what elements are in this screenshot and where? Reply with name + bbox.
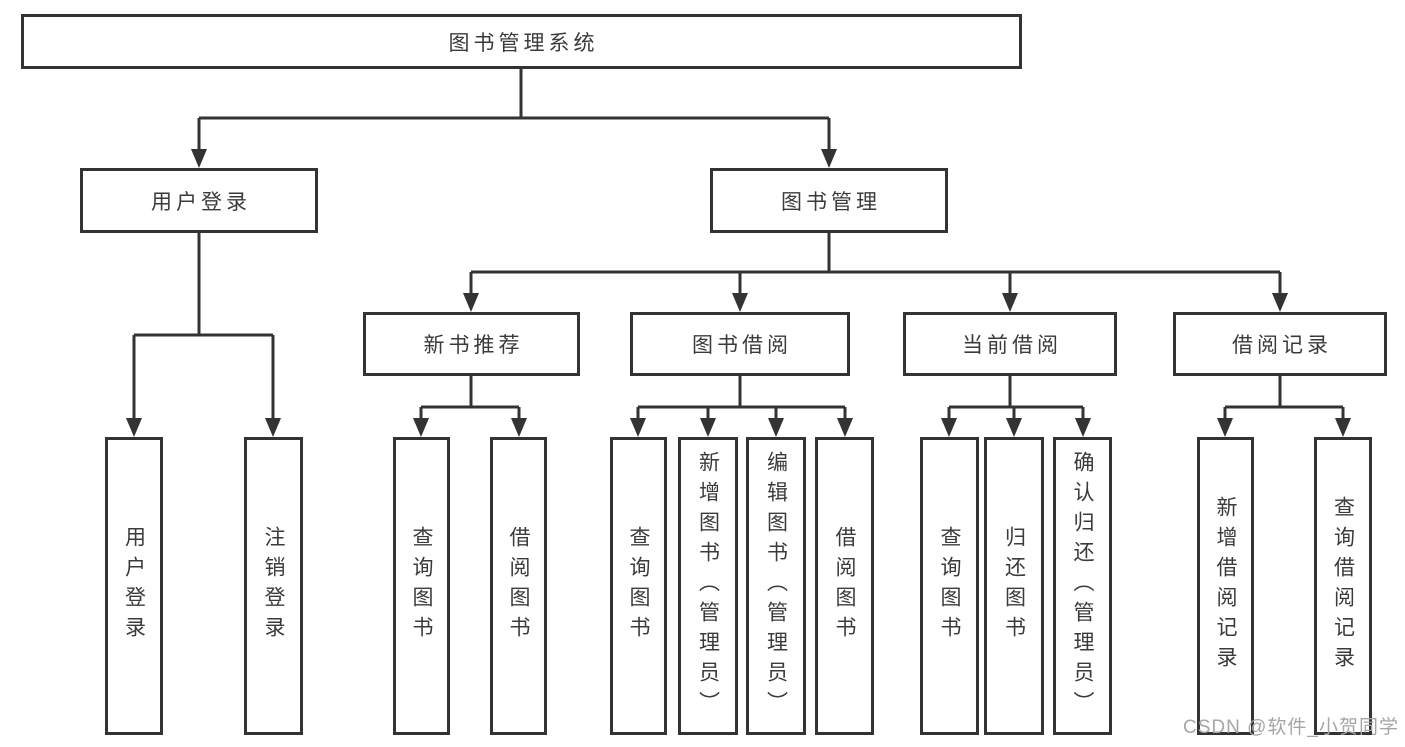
node-user-login: 用户登录	[80, 168, 318, 233]
leaf-logout: 注销登录	[244, 437, 303, 735]
leaf-edit-book-admin-label: 编辑图书（管理员）	[764, 451, 788, 721]
node-borrowing-records-label: 借阅记录	[1232, 334, 1332, 357]
node-root-label: 图书管理系统	[448, 31, 599, 55]
leaf-borrow-books-recommend: 借阅图书	[490, 437, 547, 735]
leaf-confirm-return-admin: 确认归还（管理员）	[1053, 437, 1112, 735]
leaf-add-book-admin: 新增图书（管理员）	[678, 437, 738, 735]
leaf-add-borrow-record: 新增借阅记录	[1197, 437, 1254, 735]
node-current-borrowing: 当前借阅	[903, 312, 1117, 376]
leaf-edit-book-admin: 编辑图书（管理员）	[746, 437, 806, 735]
leaf-query-books-current: 查询图书	[920, 437, 979, 735]
node-current-borrowing-label: 当前借阅	[962, 334, 1062, 357]
leaf-logout-label: 注销登录	[262, 526, 286, 646]
leaf-add-book-admin-label: 新增图书（管理员）	[696, 451, 720, 721]
leaf-query-books-current-label: 查询图书	[938, 526, 962, 646]
node-new-book-recommend-label: 新书推荐	[423, 334, 524, 357]
leaf-borrow-books-borrowing-label: 借阅图书	[833, 526, 857, 646]
leaf-query-borrow-record-label: 查询借阅记录	[1331, 496, 1355, 676]
node-book-management: 图书管理	[710, 168, 948, 233]
leaf-user-login-label: 用户登录	[122, 526, 146, 646]
leaf-return-books-label: 归还图书	[1002, 526, 1026, 646]
leaf-borrow-books-recommend-label: 借阅图书	[507, 526, 531, 646]
node-book-borrowing: 图书借阅	[630, 312, 850, 376]
watermark: CSDN @软件_小贺同学	[1183, 717, 1399, 738]
leaf-borrow-books-borrowing: 借阅图书	[815, 437, 874, 735]
leaf-query-borrow-record: 查询借阅记录	[1314, 437, 1372, 735]
leaf-confirm-return-admin-label: 确认归还（管理员）	[1071, 451, 1095, 721]
node-book-borrowing-label: 图书借阅	[692, 334, 792, 357]
leaf-query-books-borrowing: 查询图书	[610, 437, 667, 735]
leaf-return-books: 归还图书	[984, 437, 1044, 735]
node-book-management-label: 图书管理	[781, 190, 881, 214]
leaf-query-books-recommend-label: 查询图书	[410, 526, 434, 646]
node-user-login-label: 用户登录	[151, 190, 251, 214]
arrowheads	[126, 149, 1351, 437]
leaf-add-borrow-record-label: 新增借阅记录	[1214, 496, 1238, 676]
node-borrowing-records: 借阅记录	[1173, 312, 1387, 376]
node-root: 图书管理系统	[21, 14, 1022, 69]
leaf-user-login: 用户登录	[105, 437, 163, 735]
leaf-query-books-recommend: 查询图书	[393, 437, 450, 735]
node-new-book-recommend: 新书推荐	[363, 312, 580, 376]
leaf-query-books-borrowing-label: 查询图书	[627, 526, 651, 646]
